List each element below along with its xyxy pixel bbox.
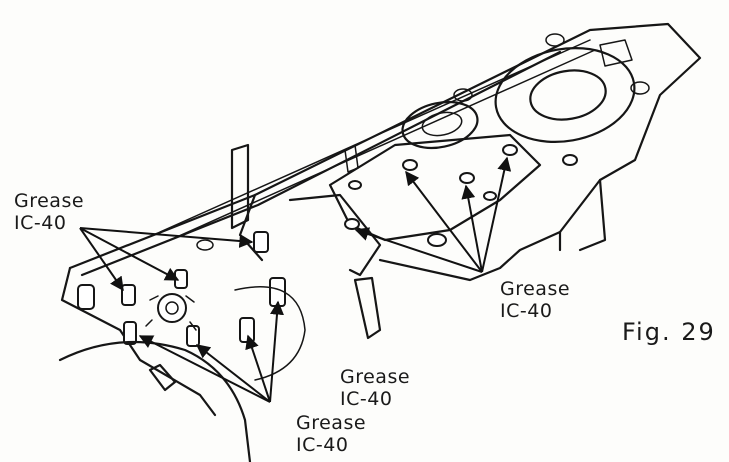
- lever-assembly: [288, 133, 578, 340]
- grease-label-middle: Grease IC-40: [340, 366, 410, 410]
- lower-recess: [58, 286, 306, 462]
- grease-label-left-line2: IC-40: [14, 212, 67, 234]
- center-post: [230, 143, 250, 230]
- right-leaders: [354, 156, 512, 273]
- left-pin-assembly: [77, 231, 286, 347]
- reel-recess: [401, 33, 650, 150]
- figure-label: Fig. 29: [622, 318, 716, 346]
- grease-label-right: Grease IC-40: [500, 278, 570, 322]
- grease-label-right-line1: Grease: [500, 278, 571, 300]
- grease-label-middle-line1: Grease: [340, 366, 411, 388]
- grease-label-bottom-line1: Grease: [296, 412, 367, 434]
- grease-label-middle-line2: IC-40: [340, 388, 393, 410]
- grease-label-bottom-line2: IC-40: [296, 434, 349, 456]
- bottom-leaders: [138, 300, 284, 403]
- left-leaders: [79, 227, 254, 292]
- grease-label-bottom: Grease IC-40: [296, 412, 366, 456]
- grease-label-left-line1: Grease: [14, 190, 85, 212]
- grease-label-right-line2: IC-40: [500, 300, 553, 322]
- grease-label-left: Grease IC-40: [14, 190, 84, 234]
